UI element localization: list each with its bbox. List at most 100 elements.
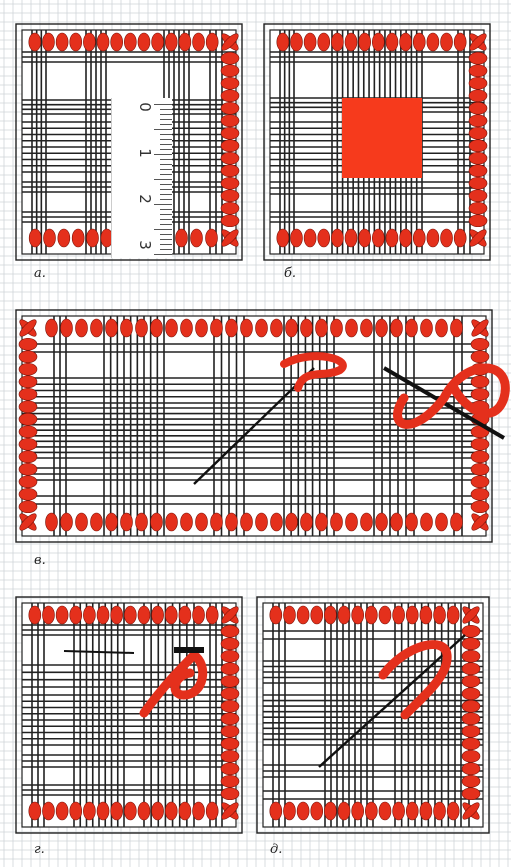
satin-stitch <box>124 802 136 820</box>
satin-stitch <box>469 177 487 189</box>
satin-stitch <box>318 33 330 51</box>
satin-stitch <box>221 65 239 77</box>
satin-stitch <box>193 802 205 820</box>
satin-stitch <box>46 319 58 337</box>
satin-stitch <box>56 606 68 624</box>
satin-stitch <box>406 513 418 531</box>
satin-stitch <box>471 463 489 475</box>
satin-stitch <box>221 638 239 650</box>
ruler-number-2: 2 <box>136 194 154 204</box>
satin-stitch <box>181 319 193 337</box>
panel-v-canvas <box>14 308 494 544</box>
satin-stitch <box>165 606 177 624</box>
satin-stitch <box>87 229 99 247</box>
fabric-area <box>22 603 236 827</box>
satin-stitch <box>221 52 239 64</box>
satin-stitch <box>462 688 480 700</box>
satin-stitch <box>469 152 487 164</box>
satin-stitch <box>221 177 239 189</box>
satin-stitch <box>221 738 239 750</box>
satin-stitch <box>469 140 487 152</box>
satin-stitch <box>436 319 448 337</box>
satin-stitch <box>221 127 239 139</box>
satin-stitch <box>316 513 328 531</box>
satin-stitch <box>427 33 439 51</box>
satin-stitch <box>121 513 133 531</box>
satin-stitch <box>324 802 336 820</box>
satin-stitch <box>270 606 282 624</box>
ruler-tick <box>160 114 172 115</box>
satin-stitch <box>469 190 487 202</box>
satin-stitch <box>421 513 433 531</box>
satin-stitch <box>462 750 480 762</box>
satin-stitch <box>413 229 425 247</box>
satin-stitch <box>241 319 253 337</box>
satin-stitch <box>338 802 350 820</box>
panel-b-label: б. <box>284 266 296 281</box>
satin-stitch <box>469 52 487 64</box>
ruler-tick <box>160 134 172 135</box>
satin-stitch <box>290 229 302 247</box>
satin-stitch <box>211 319 223 337</box>
satin-stitch <box>379 606 391 624</box>
satin-stitch <box>462 713 480 725</box>
measuring-ruler: 0 1 2 3 <box>111 98 172 258</box>
satin-stitch <box>97 33 109 51</box>
ruler-tick <box>160 139 172 140</box>
satin-stitch <box>241 513 253 531</box>
satin-stitch <box>286 513 298 531</box>
ruler-tick <box>160 249 172 250</box>
satin-stitch <box>270 802 282 820</box>
satin-stitch <box>469 127 487 139</box>
satin-stitch <box>206 33 218 51</box>
satin-stitch <box>221 650 239 662</box>
satin-stitch <box>447 606 459 624</box>
satin-stitch <box>19 463 37 475</box>
satin-stitch <box>76 513 88 531</box>
satin-stitch <box>376 513 388 531</box>
satin-stitch <box>469 115 487 127</box>
satin-stitch <box>181 513 193 531</box>
satin-stitch <box>152 606 164 624</box>
ruler-tick <box>160 159 172 160</box>
satin-stitch <box>290 33 302 51</box>
satin-stitch <box>462 725 480 737</box>
satin-stitch <box>361 513 373 531</box>
satin-stitch <box>221 725 239 737</box>
ruler-tick <box>160 199 172 200</box>
satin-stitch <box>111 606 123 624</box>
satin-stitch <box>361 319 373 337</box>
satin-stitch <box>331 229 343 247</box>
satin-stitch <box>191 229 203 247</box>
satin-stitch <box>19 413 37 425</box>
satin-stitch <box>165 33 177 51</box>
satin-stitch <box>196 319 208 337</box>
satin-stitch <box>462 788 480 800</box>
satin-stitch <box>42 33 54 51</box>
panel-g-canvas <box>14 595 244 835</box>
satin-stitch <box>58 229 70 247</box>
satin-stitch <box>70 33 82 51</box>
satin-stitch <box>42 606 54 624</box>
satin-stitch <box>400 33 412 51</box>
satin-stitch <box>206 606 218 624</box>
ruler-tick <box>154 254 172 255</box>
satin-stitch <box>462 638 480 650</box>
satin-stitch <box>301 513 313 531</box>
satin-stitch <box>286 319 298 337</box>
satin-stitch <box>297 606 309 624</box>
satin-stitch <box>221 190 239 202</box>
satin-stitch <box>221 165 239 177</box>
ruler-tick <box>160 169 172 170</box>
satin-stitch <box>462 763 480 775</box>
satin-stitch <box>471 488 489 500</box>
satin-stitch <box>345 229 357 247</box>
panel-v-label: в. <box>34 553 46 568</box>
satin-stitch <box>111 33 123 51</box>
satin-stitch <box>166 319 178 337</box>
satin-stitch <box>179 33 191 51</box>
satin-stitch <box>70 606 82 624</box>
cut-out-square <box>342 98 422 178</box>
satin-stitch <box>471 476 489 488</box>
ruler-tick <box>154 229 172 230</box>
